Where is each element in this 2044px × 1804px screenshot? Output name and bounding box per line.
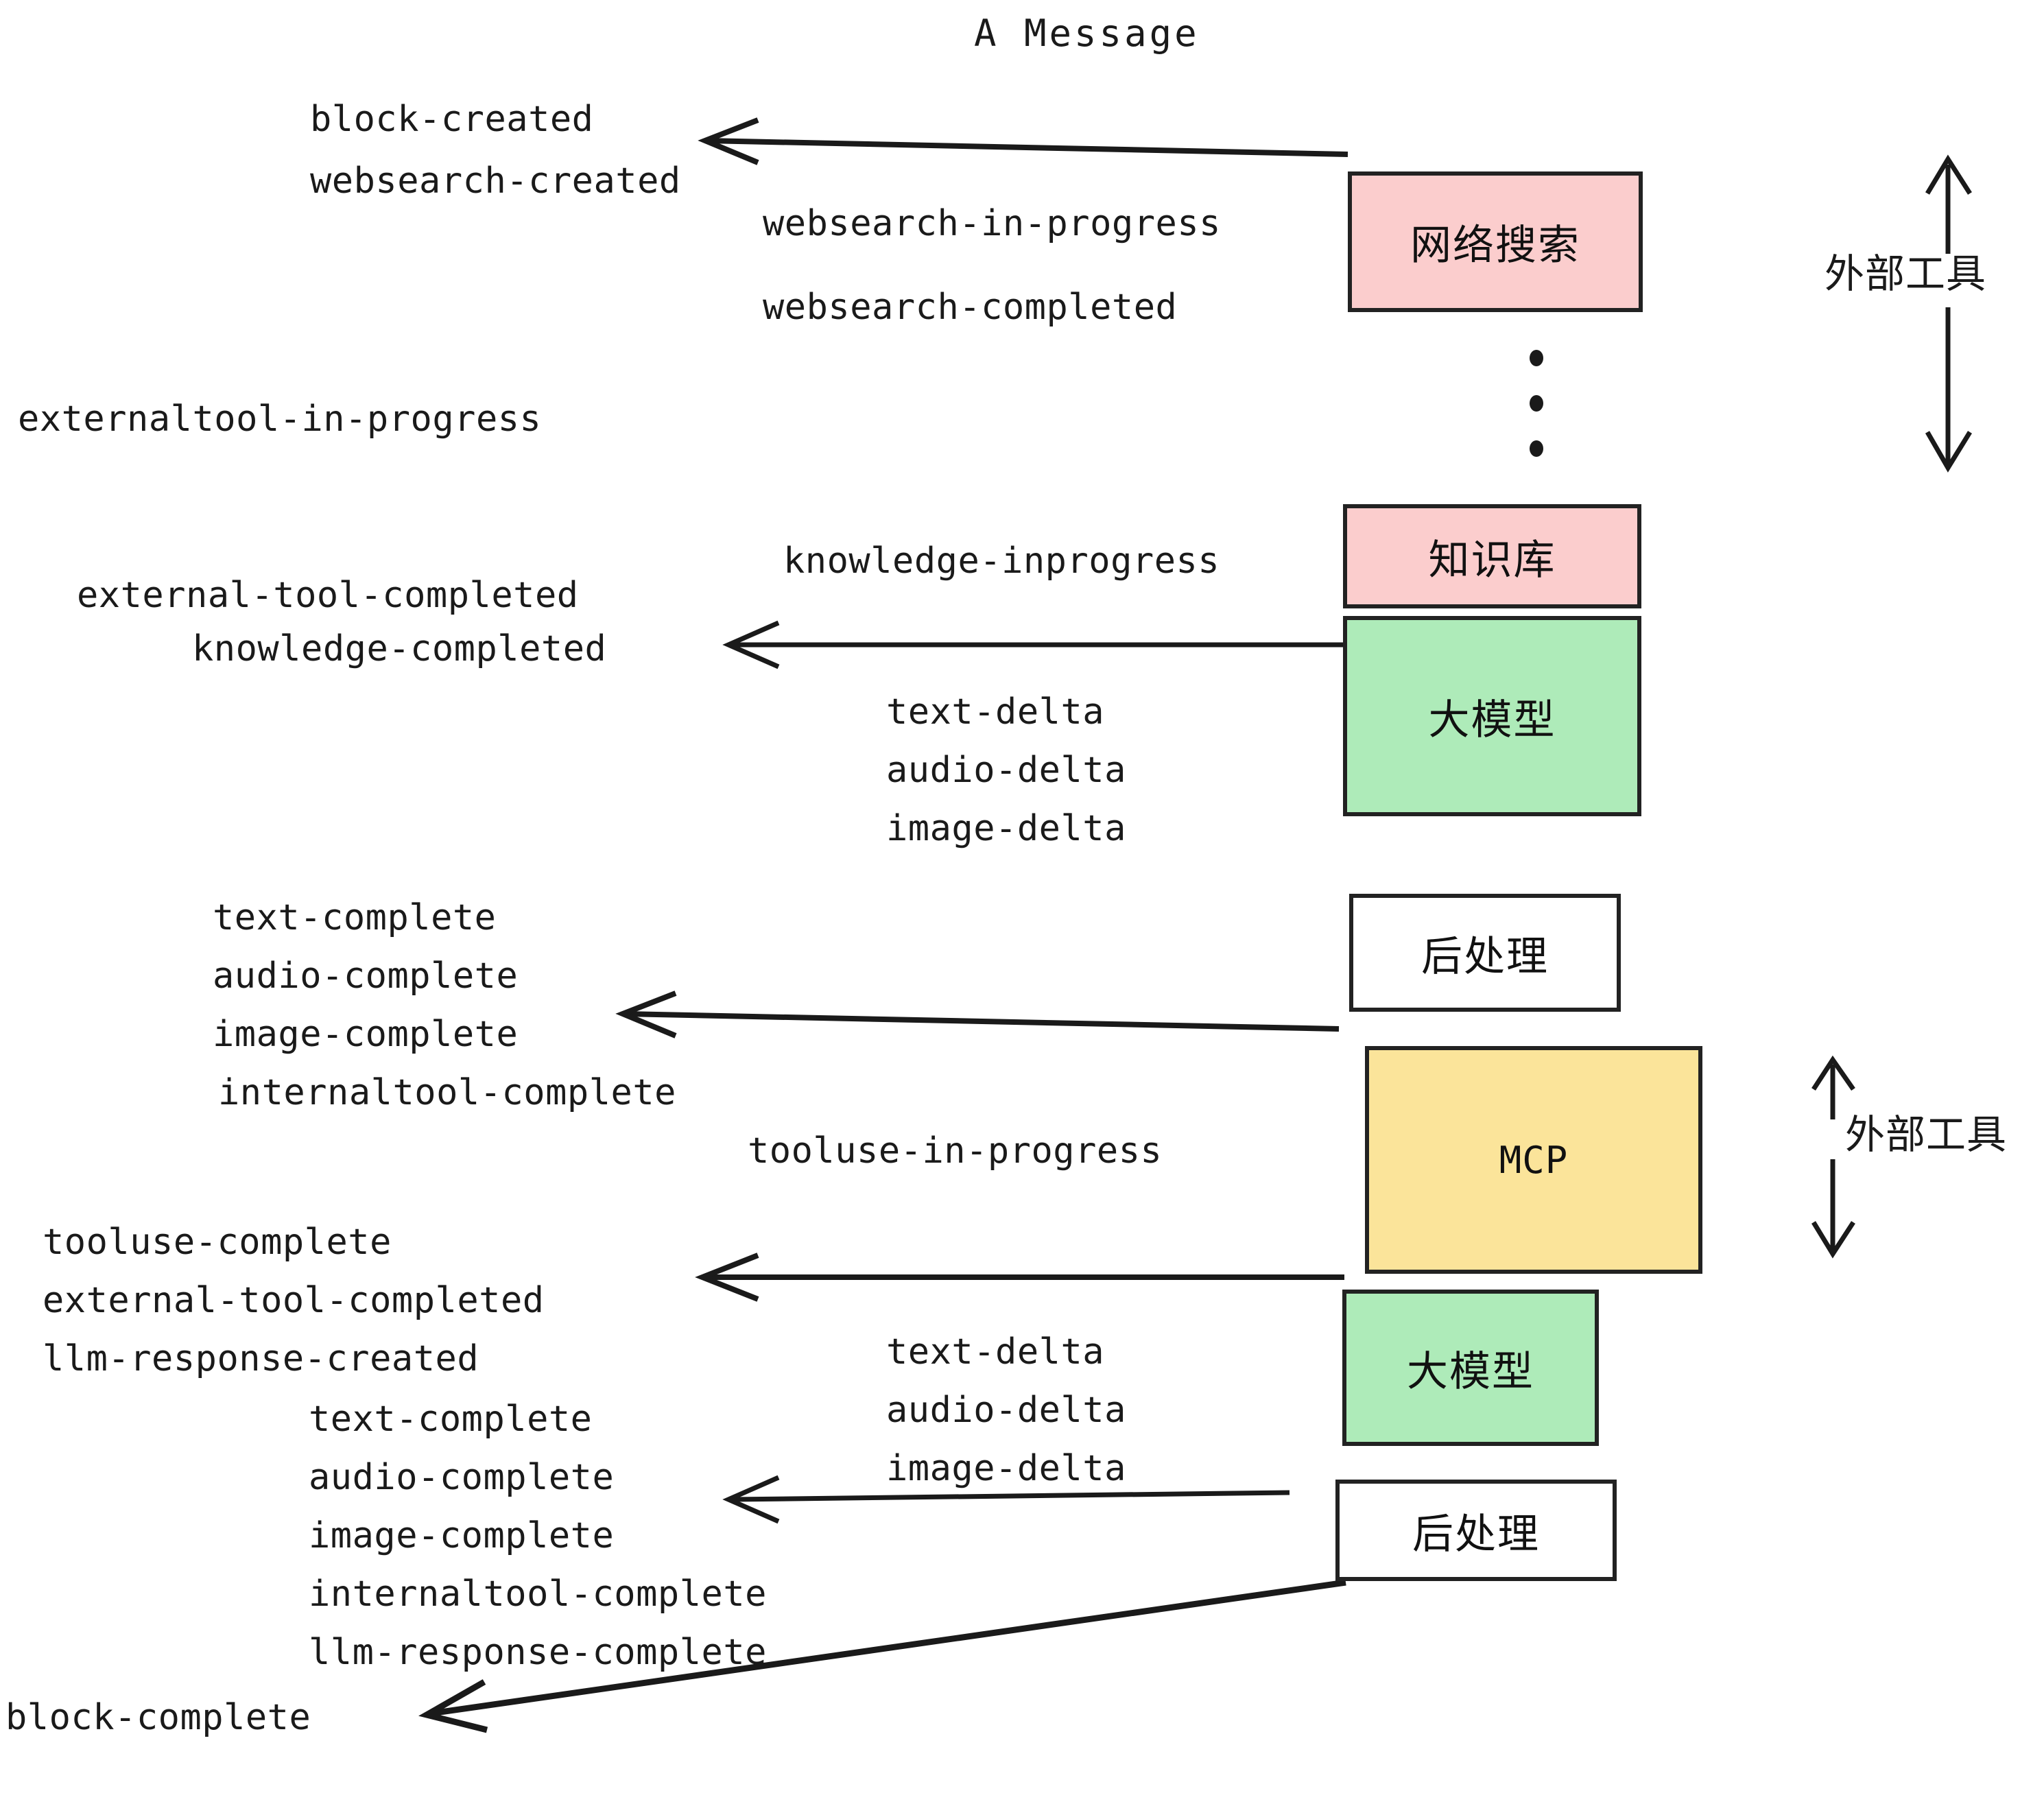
side-label-external-tool-top: 外部工具 (1825, 250, 1987, 297)
event-block-created: block-created (310, 99, 594, 140)
node-websearch[interactable]: 网络搜索 (1348, 171, 1643, 312)
node-llm-2[interactable]: 大模型 (1342, 1290, 1599, 1446)
node-postprocess-2[interactable]: 后处理 (1335, 1480, 1617, 1581)
node-mcp[interactable]: MCP (1365, 1046, 1702, 1274)
event-websearch-completed: websearch-completed (763, 287, 1178, 328)
event-external-tool-completed-1: external-tool-completed (77, 575, 579, 616)
arrow-mcp-to-image-complete (615, 990, 1340, 1039)
event-text-delta-2: text-delta (886, 1331, 1105, 1373)
event-text-complete-2: text-complete (309, 1399, 593, 1440)
event-audio-complete-2: audio-complete (309, 1457, 615, 1498)
event-block-complete: block-complete (5, 1697, 311, 1738)
external-tool-bracket-top (1925, 154, 1972, 473)
event-text-complete-1: text-complete (213, 897, 497, 938)
event-image-delta-2: image-delta (886, 1448, 1126, 1489)
event-tooluse-in-progress: tooluse-in-progress (748, 1130, 1163, 1172)
page-title: A Message (974, 12, 1200, 55)
arrow-llm1-to-knowledge-completed (722, 620, 1344, 669)
event-knowledge-inprogress: knowledge-inprogress (783, 541, 1220, 582)
ellipsis-dot-1 (1530, 350, 1543, 366)
event-externaltool-in-progress: externaltool-in-progress (18, 399, 542, 440)
event-audio-complete-1: audio-complete (213, 956, 519, 997)
event-llm-response-complete: llm-response-complete (309, 1632, 767, 1673)
ellipsis-dot-2 (1530, 395, 1543, 412)
event-websearch-created: websearch-created (310, 161, 681, 202)
event-knowledge-completed: knowledge-completed (192, 628, 607, 669)
event-internaltool-complete-1: internaltool-complete (218, 1072, 676, 1113)
node-llm-1[interactable]: 大模型 (1343, 616, 1641, 816)
event-llm-response-created: llm-response-created (43, 1338, 479, 1379)
event-image-complete-1: image-complete (213, 1014, 519, 1055)
event-image-complete-2: image-complete (309, 1515, 615, 1556)
event-audio-delta-2: audio-delta (886, 1390, 1126, 1431)
arrow-websearch-to-block-created (698, 117, 1348, 165)
event-audio-delta-1: audio-delta (886, 750, 1126, 791)
event-tooluse-complete: tooluse-complete (43, 1222, 392, 1263)
arrow-llm2-to-tooluse-complete (695, 1253, 1344, 1302)
node-postprocess-1[interactable]: 后处理 (1349, 894, 1621, 1012)
event-websearch-in-progress: websearch-in-progress (763, 203, 1221, 244)
event-external-tool-completed-2: external-tool-completed (43, 1280, 545, 1321)
event-internaltool-complete-2: internaltool-complete (309, 1574, 767, 1615)
event-text-delta-1: text-delta (886, 691, 1105, 733)
side-label-external-tool-bottom: 外部工具 (1845, 1111, 2008, 1158)
event-image-delta-1: image-delta (886, 808, 1126, 849)
ellipsis-dot-3 (1530, 440, 1543, 457)
node-knowledge[interactable]: 知识库 (1343, 504, 1641, 608)
